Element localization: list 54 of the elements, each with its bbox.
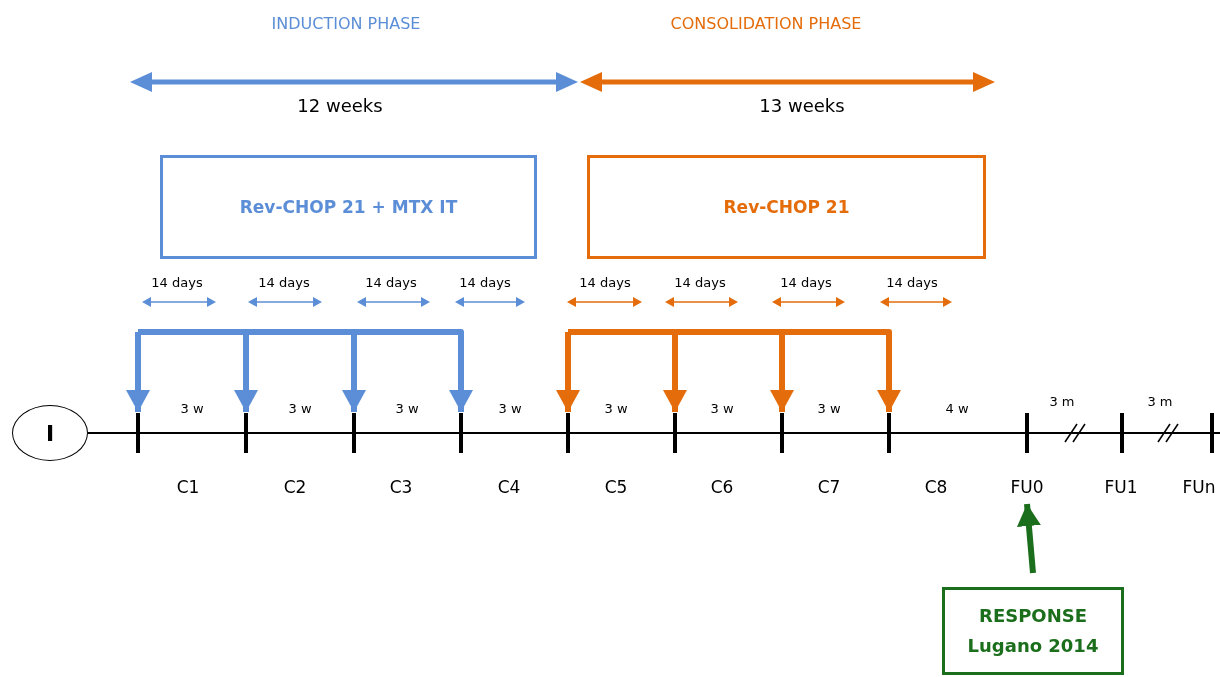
- timeline-tick: [887, 413, 891, 453]
- duration-label: 13 weeks: [759, 94, 845, 116]
- duration-label: 14 days: [151, 274, 203, 290]
- cycle-label: FU1: [1104, 477, 1138, 497]
- interval-label: 3 m: [1147, 393, 1173, 409]
- interval-label: 3 w: [395, 400, 419, 416]
- arrow: [126, 332, 150, 412]
- interval-label: 3 w: [604, 400, 628, 416]
- interval-label: 3 w: [288, 400, 312, 416]
- cycle-label: C5: [604, 477, 628, 497]
- duration-label: 14 days: [780, 274, 832, 290]
- regimen-text: Rev-CHOP 21: [723, 197, 850, 217]
- timeline-tick: [136, 413, 140, 453]
- interval-label: 4 w: [945, 400, 969, 416]
- treatment-box: [160, 155, 537, 259]
- response-box: [942, 587, 1124, 675]
- timeline-tick: [673, 413, 677, 453]
- cycle-label: C8: [924, 477, 948, 497]
- duration-label: 14 days: [579, 274, 631, 290]
- duration-label: 14 days: [459, 274, 511, 290]
- duration-label: 12 weeks: [297, 94, 383, 116]
- timeline-tick: [459, 413, 463, 453]
- treatment-box: [587, 155, 986, 259]
- regimen-text: Rev-CHOP 21 + MTX IT: [239, 197, 458, 217]
- duration-label: 14 days: [258, 274, 310, 290]
- interval-label: 3 w: [180, 400, 204, 416]
- interval-label: 3 w: [817, 400, 841, 416]
- cycle-label: FUn: [1182, 477, 1216, 497]
- cycle-label: FU0: [1010, 477, 1044, 497]
- interval-label: 3 m: [1049, 393, 1075, 409]
- cycle-label: C4: [497, 477, 521, 497]
- timeline-tick: [244, 413, 248, 453]
- interval-label: 3 w: [710, 400, 734, 416]
- timeline-tick: [352, 413, 356, 453]
- response-text: RESPONSE Lugano 2014: [966, 604, 1100, 658]
- timeline-tick: [566, 413, 570, 453]
- timeline-tick: [1120, 413, 1124, 453]
- cycle-label: C3: [389, 477, 413, 497]
- cycle-label: C6: [710, 477, 734, 497]
- duration-label: 14 days: [365, 274, 417, 290]
- interval-label: 3 w: [498, 400, 522, 416]
- start-label: I: [45, 420, 55, 446]
- arrow: [1016, 503, 1041, 574]
- arrow: [556, 332, 580, 412]
- cycle-label: C2: [283, 477, 307, 497]
- duration-label: 14 days: [674, 274, 726, 290]
- timeline-tick: [780, 413, 784, 453]
- cycle-label: C1: [176, 477, 200, 497]
- duration-label: 14 days: [886, 274, 938, 290]
- timeline-tick: [1025, 413, 1029, 453]
- timeline-tick: [1210, 413, 1214, 453]
- phase-title: CONSOLIDATION PHASE: [670, 13, 862, 33]
- phase-title: INDUCTION PHASE: [271, 13, 421, 33]
- cycle-label: C7: [817, 477, 841, 497]
